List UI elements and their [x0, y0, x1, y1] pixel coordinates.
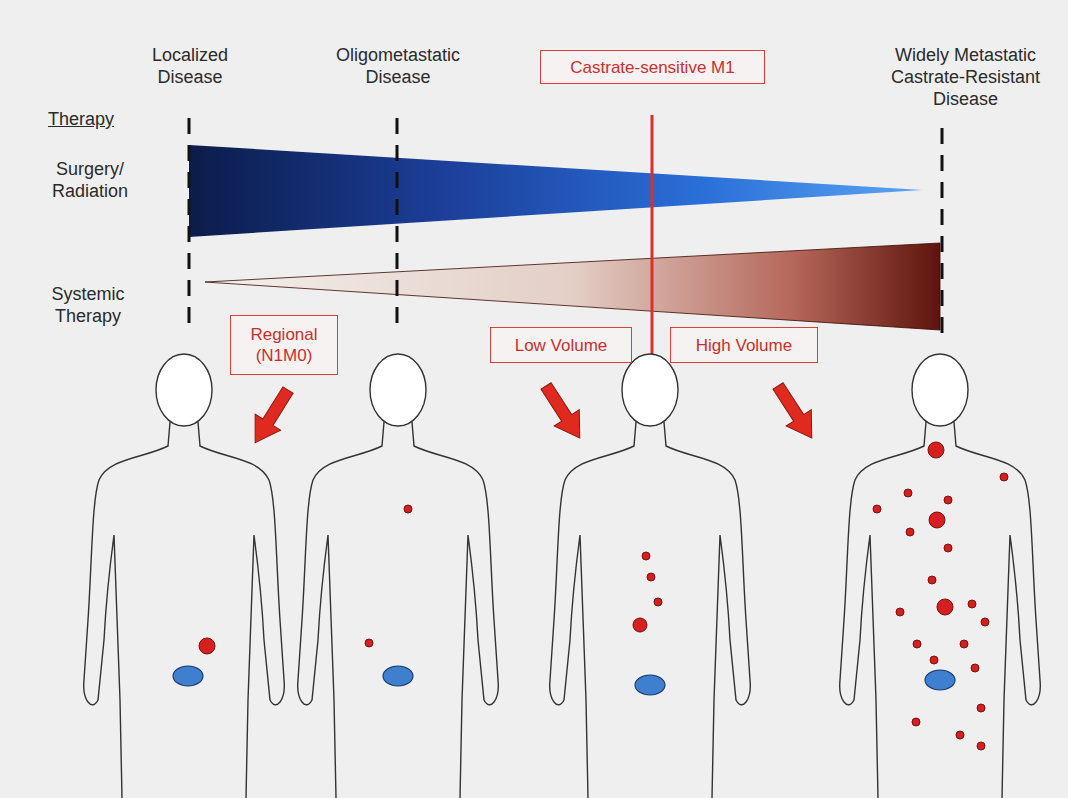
stage-box: Castrate-sensitive M1 [540, 50, 765, 84]
metastasis-dot [968, 600, 976, 608]
prostate [925, 670, 955, 690]
callout-box: Low Volume [490, 327, 632, 363]
surgery-wedge [189, 145, 922, 237]
metastasis-dot [654, 598, 662, 606]
stage-heading: Widely Metastatic Castrate-Resistant Dis… [883, 44, 1048, 110]
box-text: Low Volume [515, 335, 608, 356]
therapy-label: Surgery/ Radiation [40, 158, 140, 202]
box-text: Castrate-sensitive M1 [570, 57, 734, 78]
metastasis-dot [633, 618, 647, 632]
metastasis-dot [977, 704, 985, 712]
metastasis-dot [971, 664, 979, 672]
metastasis-dot [944, 544, 952, 552]
therapy-label: Systemic Therapy [38, 283, 138, 327]
metastasis-dot [1000, 473, 1008, 481]
body-figure [298, 354, 499, 798]
pointer-arrow [533, 378, 592, 446]
metastasis-dot [896, 608, 904, 616]
axis-heading: Therapy [48, 108, 138, 130]
pointer-arrow [765, 378, 824, 446]
body-figure [840, 354, 1041, 798]
metastasis-dot [906, 528, 914, 536]
metastasis-dot [981, 618, 989, 626]
metastasis-dot [937, 599, 953, 615]
metastasis-dot [960, 640, 968, 648]
metastasis-dot [365, 639, 373, 647]
stage-divider [941, 128, 944, 340]
metastasis-dot [647, 573, 655, 581]
volume-divider [651, 115, 654, 370]
stage-heading: Oligometastatic Disease [323, 44, 473, 88]
metastasis-dot [956, 731, 964, 739]
stage-divider [396, 118, 399, 330]
metastasis-dot [913, 640, 921, 648]
callout-box: High Volume [670, 327, 818, 363]
prostate [173, 666, 203, 686]
callout-box: Regional (N1M0) [230, 315, 338, 375]
metastasis-dot [912, 718, 920, 726]
box-text: Regional (N1M0) [237, 324, 331, 366]
stage-heading: Localized Disease [135, 44, 245, 88]
metastasis-dot [929, 512, 945, 528]
metastasis-dot [873, 505, 881, 513]
metastasis-dot [642, 552, 650, 560]
metastasis-dot [928, 442, 944, 458]
metastasis-dot [930, 656, 938, 664]
box-text: High Volume [696, 335, 792, 356]
stage-divider [188, 118, 191, 330]
metastasis-dot [199, 638, 215, 654]
metastasis-dot [977, 742, 985, 750]
body-figure [84, 354, 285, 798]
pointer-arrow [242, 382, 300, 450]
metastasis-dot [404, 505, 412, 513]
metastasis-dot [904, 489, 912, 497]
metastasis-dot [928, 576, 936, 584]
metastasis-dot [944, 496, 952, 504]
prostate [635, 675, 665, 695]
prostate [383, 666, 413, 686]
